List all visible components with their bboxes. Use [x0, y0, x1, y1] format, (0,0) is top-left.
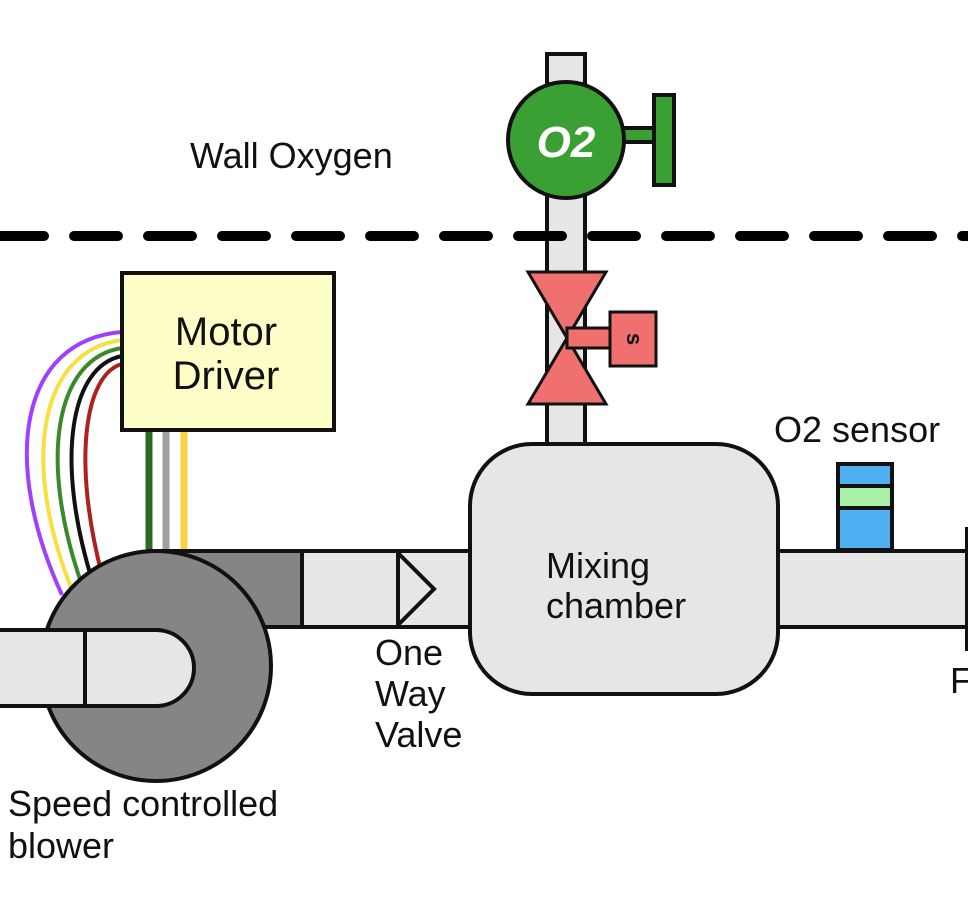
mixing-chamber-line2: chamber — [546, 585, 686, 626]
wire-green — [55, 346, 123, 586]
wire-purple — [24, 330, 123, 596]
motor-driver-box — [120, 271, 336, 432]
blower-label-line2: blower — [8, 825, 114, 866]
solenoid-actuator — [608, 310, 658, 368]
one-way-valve-symbol — [396, 551, 437, 627]
one-way-valve-line2: Way — [375, 673, 446, 714]
o2-sensor-band — [836, 484, 894, 510]
solenoid-label: s — [622, 333, 647, 345]
solenoid-arm — [565, 326, 615, 350]
cut-off-label: F — [950, 660, 968, 701]
wire-yellow — [41, 338, 123, 591]
output-pipe — [758, 549, 968, 629]
o2-wall-outlet — [506, 80, 626, 200]
one-way-valve-line3: Valve — [375, 714, 462, 755]
mixing-chamber-line1: Mixing — [546, 545, 650, 586]
wire-red — [83, 362, 123, 576]
o2-knob-handle — [652, 93, 676, 187]
solenoid-valve-lower — [525, 335, 609, 406]
blower-label-line1: Speed controlled — [8, 783, 278, 824]
wire-black — [69, 354, 123, 581]
mixing-chamber — [468, 442, 780, 696]
solenoid-valve-upper — [525, 270, 609, 341]
o2-badge-label: O2 — [537, 118, 596, 167]
motor-driver-line2: Driver — [173, 354, 280, 398]
motor-driver-line1: Motor — [175, 310, 277, 354]
o2-knob-stem — [620, 126, 658, 144]
o2-sensor-label: O2 sensor — [774, 409, 940, 450]
oxygen-pipe-top — [545, 52, 587, 86]
one-way-valve-line1: One — [375, 632, 443, 673]
wall-oxygen-label: Wall Oxygen — [190, 135, 393, 176]
blower-inlet-pipe — [0, 628, 196, 708]
